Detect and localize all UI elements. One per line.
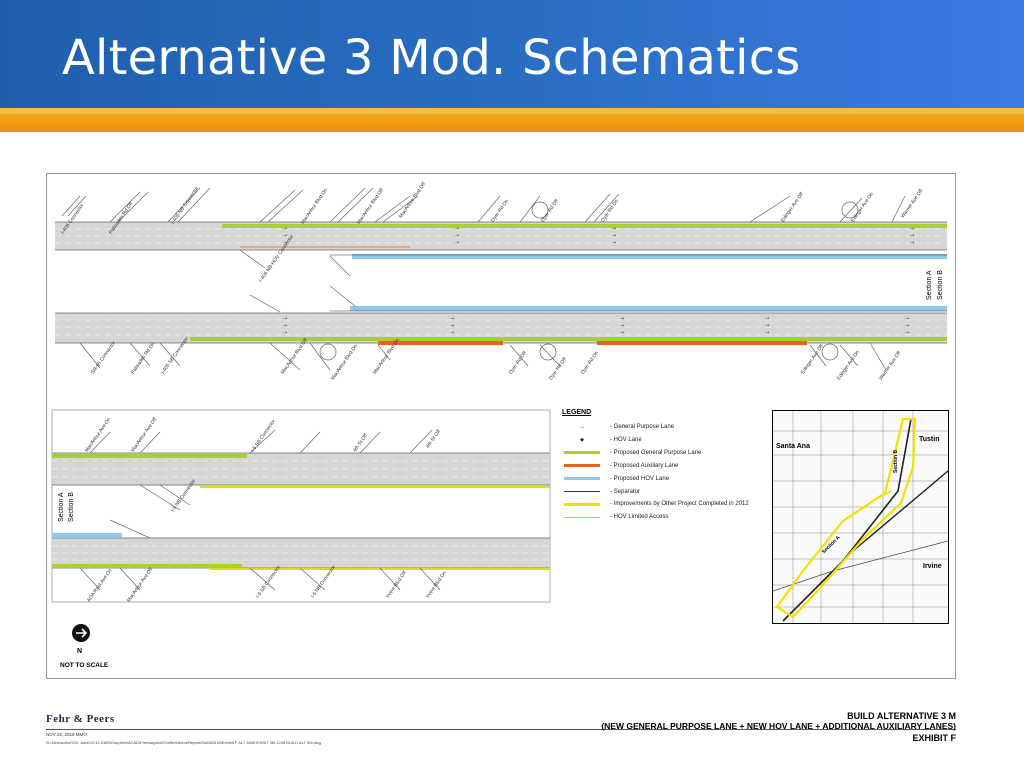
proposed-gp-lane-sb [190,337,947,341]
legend-item: - Proposed General Purpose Lane [564,449,701,457]
lower-section-b-label: Section B [68,492,75,522]
svg-text:→: → [455,240,459,246]
legend-item: - HOV Limited Access [564,513,668,521]
map-city-irvine: Irvine [923,563,942,570]
scale-note: NOT TO SCALE [60,662,109,669]
legend-swatch [564,502,600,506]
legend-label: - Proposed General Purpose Lane [610,449,702,456]
legend-swatch: ◆ [580,436,584,443]
svg-text:→: → [905,316,909,322]
loop-ramps [319,201,859,361]
proposed-aux-lane-2 [597,341,807,345]
svg-text:→: → [910,233,914,239]
proposed-hov-lane-sb [350,306,947,311]
legend-label: - HOV Limited Access [610,514,669,521]
legend-label: - Improvements by Other Project Complete… [610,501,749,508]
svg-text:→: → [283,316,287,322]
slide-title: Alternative 3 Mod. Schematics [62,30,801,86]
exhibit-title: BUILD ALTERNATIVE 3 M [847,711,956,721]
svg-text:→: → [905,323,909,329]
north-label: N [77,648,83,655]
hov-limited-access [240,246,410,248]
legend-swatch [564,464,600,468]
title-bar: Alternative 3 Mod. Schematics [0,0,1024,108]
svg-text:→: → [612,240,616,246]
company-logo: Fehr & Peers [46,713,115,725]
lower-schematic-frame [51,409,551,603]
svg-text:→: → [455,226,459,232]
legend-label: - Separator [610,488,641,495]
svg-text:→: → [765,316,769,322]
drawing-date: NOV 22, 2016 MMO [46,732,87,737]
legend-item: - Proposed HOV Lane [564,475,669,483]
svg-text:→: → [450,316,454,322]
location-map: Santa Ana Tustin Irvine Section B Sectio… [772,410,949,624]
svg-text:→: → [283,240,287,246]
lower-sb-freeway [52,533,550,570]
svg-text:→: → [620,316,624,322]
legend-swatch [564,516,600,518]
proposed-hov-lane [352,254,947,259]
svg-text:→: → [910,226,914,232]
legend-swatch [564,477,600,481]
north-arrow-icon [70,622,92,644]
legend-swatch: → [579,424,585,430]
svg-text:→: → [905,330,909,336]
upper-sb-freeway [55,306,947,345]
section-b-label: Section B [937,270,944,300]
legend-label: - HOV Lane [610,436,642,443]
svg-text:→: → [620,330,624,336]
svg-text:→: → [612,226,616,232]
legend-item: ◆ - HOV Lane [564,436,642,444]
map-city-santa-ana: Santa Ana [776,443,810,450]
svg-text:→: → [450,330,454,336]
legend-label: - General Purpose Lane [610,424,675,430]
legend-label: - Proposed HOV Lane [610,475,670,482]
legend-label: - Proposed Auxiliary Lane [610,462,679,469]
svg-text:→: → [283,226,287,232]
upper-sb-ramps [79,285,887,371]
svg-text:→: → [283,330,287,336]
section-a-label: Section A [926,270,933,300]
exhibit-number: EXHIBIT F [912,733,956,743]
svg-text:→: → [612,233,616,239]
study-area-outline [775,417,917,619]
upper-nb-freeway [55,221,947,259]
legend-title: LEGEND [562,409,592,416]
svg-text:→: → [450,323,454,329]
svg-text:→: → [455,233,459,239]
map-drawing [773,411,948,623]
legend-item: - Improvements by Other Project Complete… [564,500,749,508]
legend-item: - Separator [564,488,640,496]
svg-text:→: → [283,323,287,329]
legend-item: → - General Purpose Lane [564,423,674,431]
svg-text:→: → [765,330,769,336]
svg-text:→: → [765,323,769,329]
svg-text:→: → [910,240,914,246]
proposed-aux-lane-1 [378,341,503,345]
footer-divider [46,729,956,730]
svg-text:→: → [283,233,287,239]
lane-arrows: →→→ →→→ →→→ →→→ →→→ →→→ →→→ →→→ →→→ [283,226,914,336]
legend-swatch [564,491,600,492]
lower-ramps [79,429,441,591]
legend-swatch [564,451,600,455]
accent-band [0,108,1024,132]
exhibit-subtitle: (NEW GENERAL PURPOSE LANE + NEW HOV LANE… [601,721,956,731]
lower-nb-freeway [52,452,550,488]
drawing-file-path: N:\Jobs\Active\OC Jobs\OC11-0189\Graphic… [46,740,322,745]
proposed-gp-lane [222,224,947,228]
legend-item: - Proposed Auxiliary Lane [564,462,678,470]
svg-text:→: → [620,323,624,329]
map-city-tustin: Tustin [919,436,940,443]
lower-section-a-label: Section A [58,492,65,522]
upper-ramps [61,187,906,277]
map-section-b: Section B [893,449,899,473]
